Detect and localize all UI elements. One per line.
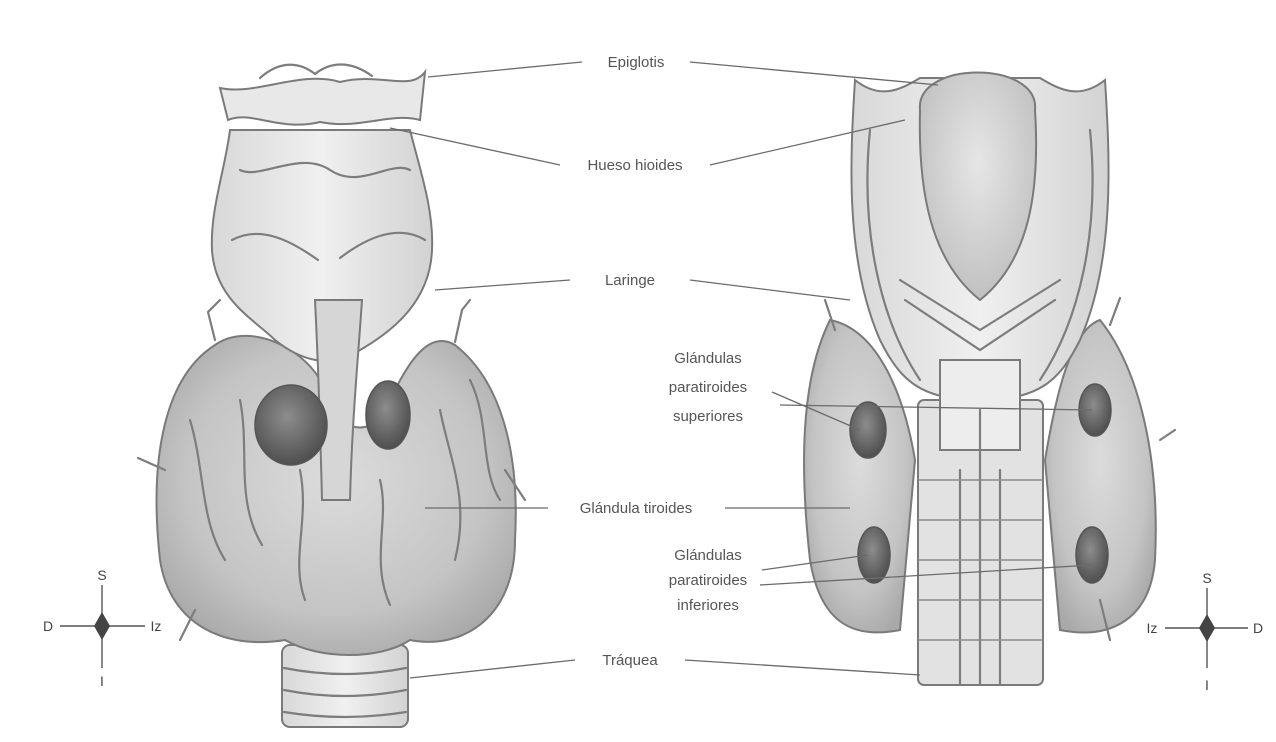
label-larynx: Laringe: [605, 272, 655, 289]
label-sup-parathyroid-line2: paratiroides: [669, 379, 747, 396]
compass-left-right: Iz: [151, 618, 162, 634]
compass-right-up: S: [1202, 570, 1211, 586]
label-trachea: Tráquea: [602, 652, 658, 669]
anterior-view: [138, 65, 525, 728]
label-inf-parathyroid-line2: paratiroides: [669, 572, 747, 589]
compass-right-down: I: [1205, 677, 1209, 693]
posterior-view: [804, 73, 1175, 686]
labels: Epiglotis Hueso hioides Laringe Glándula…: [580, 54, 747, 669]
label-epiglottis: Epiglotis: [608, 54, 665, 71]
compass-left-up: S: [97, 567, 106, 583]
left-trachea: [282, 645, 408, 727]
compass-right-right: D: [1253, 620, 1263, 636]
compass-right: S Iz D I: [1147, 570, 1264, 693]
compass-left: S D Iz I: [43, 567, 162, 689]
compass-left-down: I: [100, 673, 104, 689]
label-sup-parathyroid-line1: Glándulas: [674, 350, 742, 367]
label-sup-parathyroid-line3: superiores: [673, 408, 743, 425]
label-thyroid-gland: Glándula tiroides: [580, 500, 693, 517]
left-hyoid-bone: [220, 65, 425, 125]
label-hyoid-bone: Hueso hioides: [587, 157, 682, 174]
compass-left-left: D: [43, 618, 53, 634]
compass-right-left: Iz: [1147, 620, 1158, 636]
label-inf-parathyroid-line1: Glándulas: [674, 547, 742, 564]
label-inf-parathyroid-line3: inferiores: [677, 597, 739, 614]
